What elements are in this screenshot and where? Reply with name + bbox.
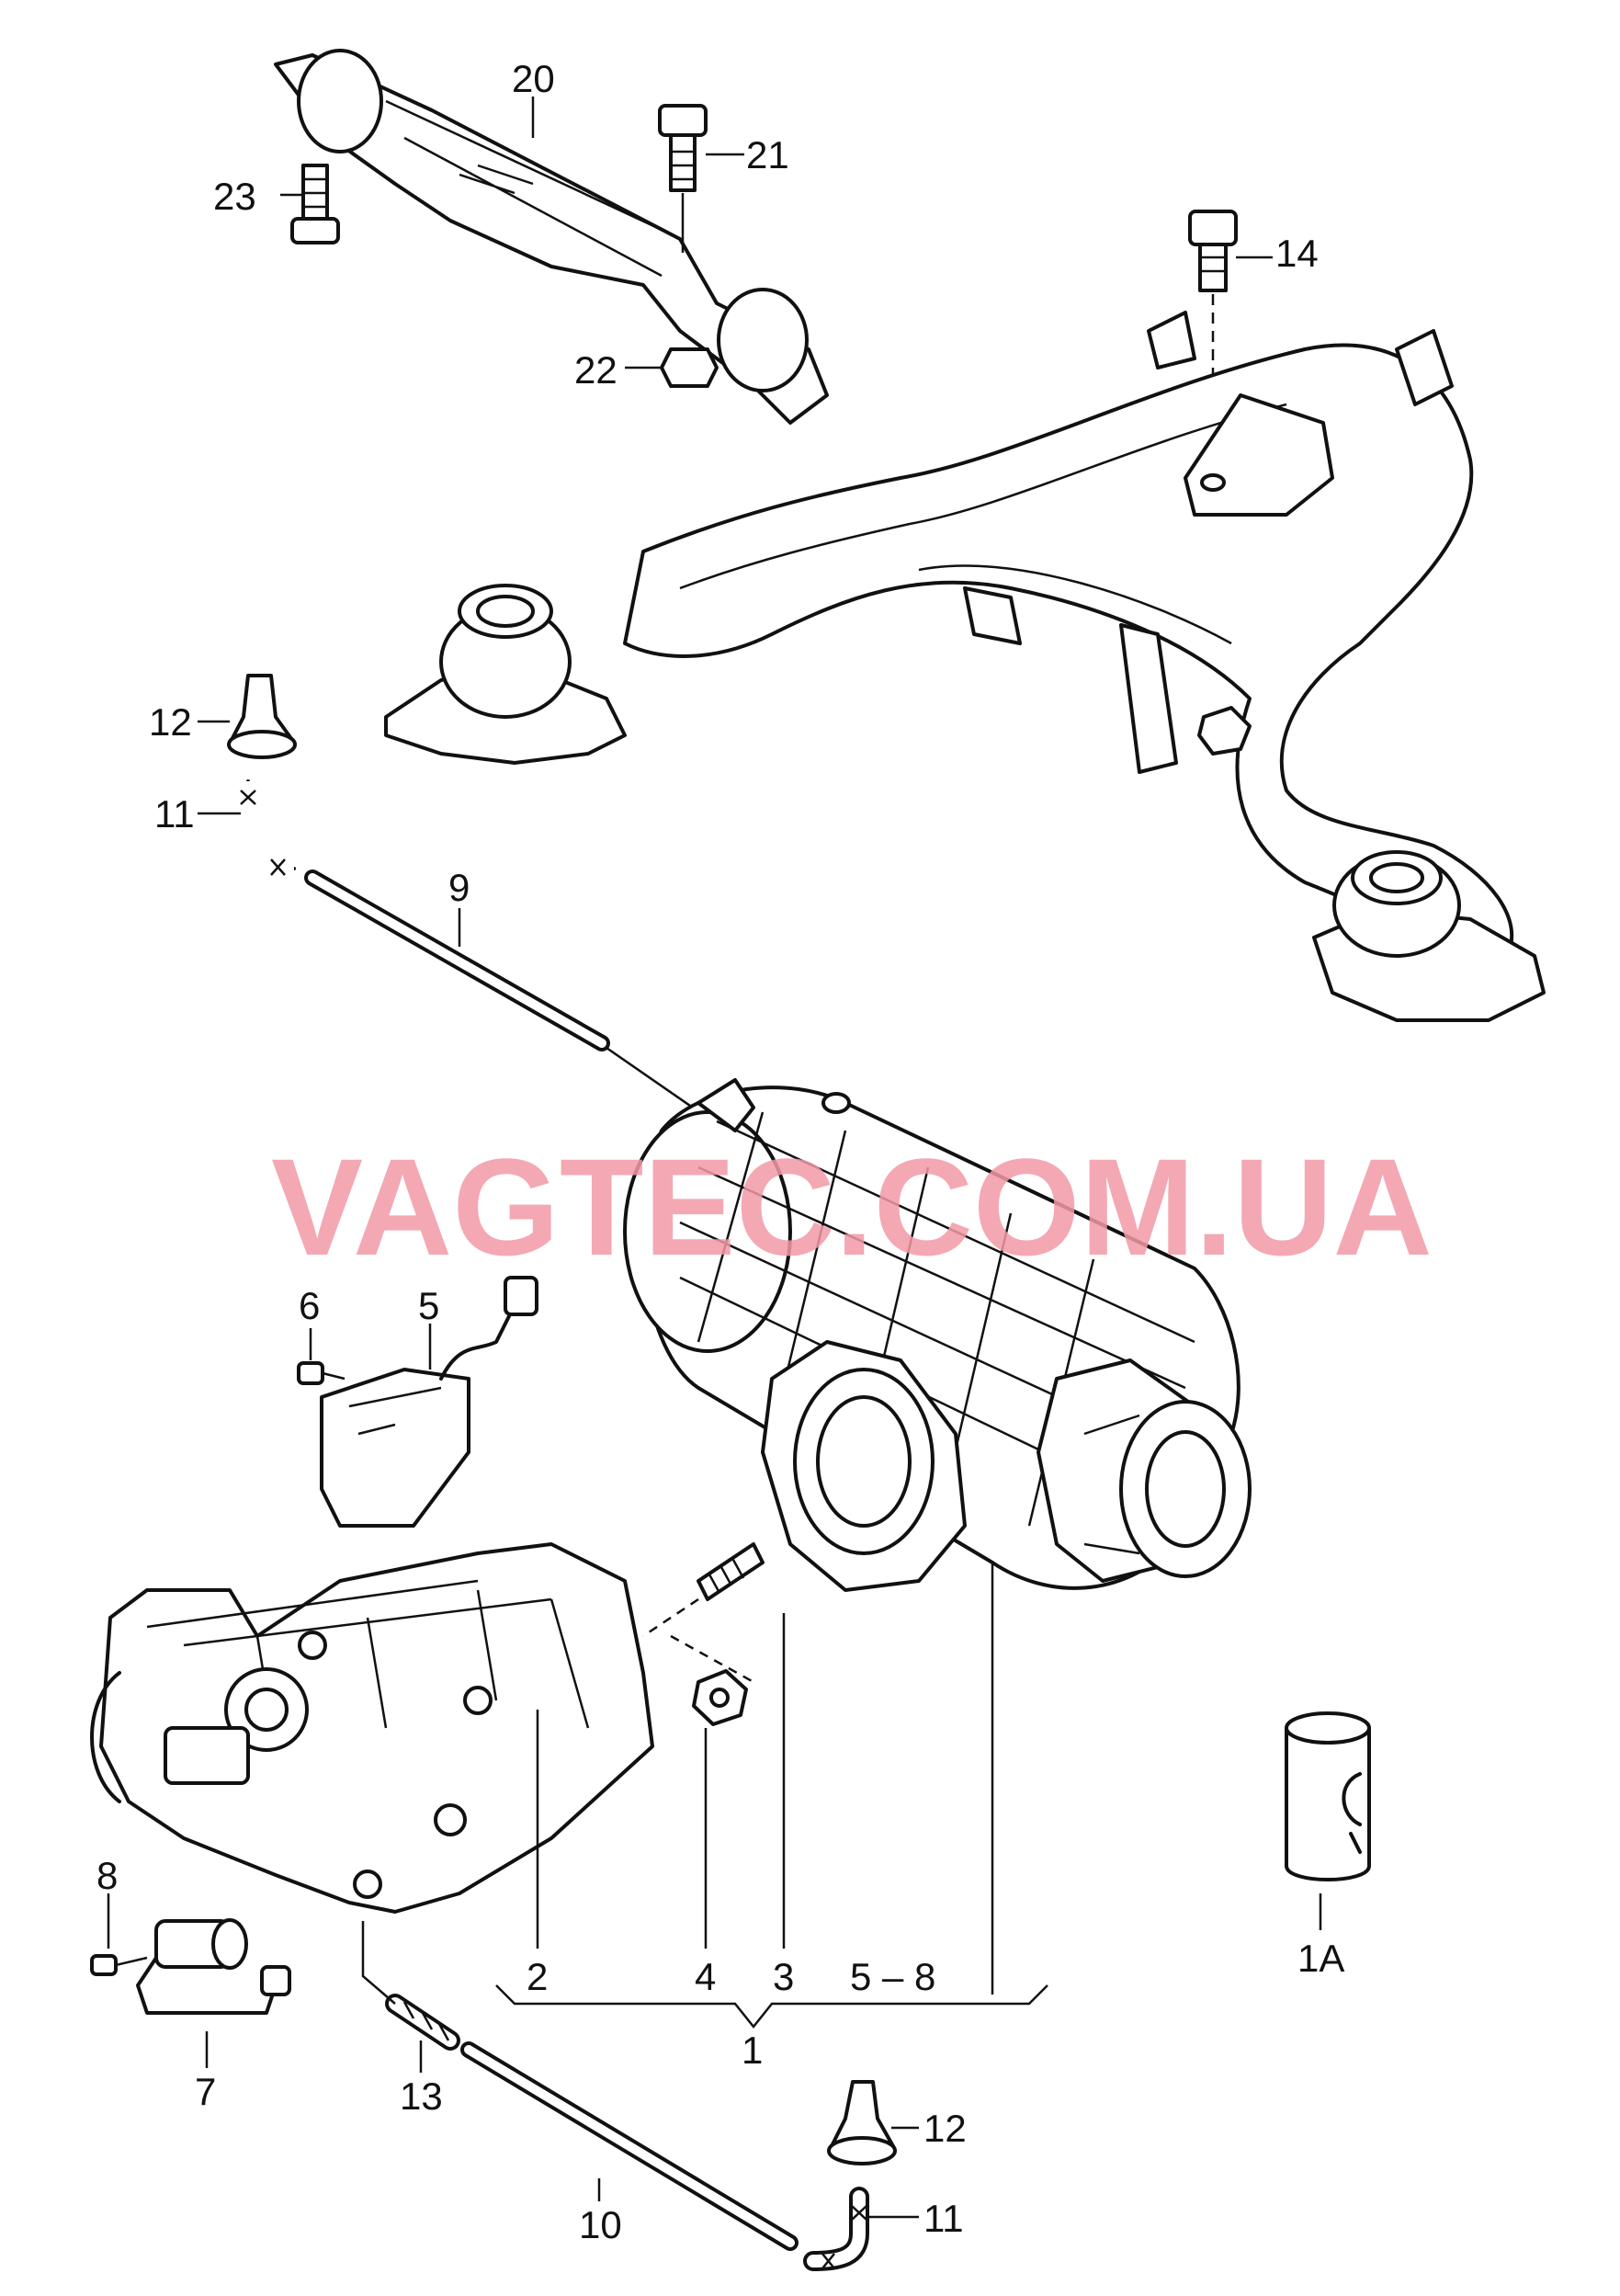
boot-part-12-top: [227, 674, 297, 759]
callout-13: 13: [400, 2074, 443, 2118]
leader-lines: [107, 97, 1322, 2219]
callout-6: 6: [299, 1284, 320, 1327]
oil-can-part-1a: [1285, 1711, 1371, 1881]
nut-part-22: [660, 347, 719, 388]
screw-part-8: [90, 1954, 148, 1976]
callout-7: 7: [195, 2070, 216, 2113]
callout-21: 21: [746, 133, 789, 176]
bolt-part-21: [658, 104, 708, 192]
callout-3: 3: [773, 1955, 794, 1998]
vent-tube-part-9: [304, 870, 610, 1051]
callout-9: 9: [448, 866, 470, 909]
callout-5-8: 5 – 8: [850, 1955, 935, 1998]
bracket-part-20: [274, 49, 829, 425]
callout-10: 10: [579, 2203, 622, 2246]
bolt-part-23: [290, 164, 340, 244]
subframe: [384, 311, 1546, 1022]
stud-part-3: [697, 1542, 765, 1601]
callout-1a: 1A: [1297, 1937, 1344, 1980]
callout-8: 8: [96, 1854, 118, 1897]
hose-part-11-top: [240, 779, 296, 876]
callout-20: 20: [512, 57, 555, 100]
final-drive-part-2: [90, 1542, 654, 1914]
hose-part-11-bottom: [803, 2187, 869, 2271]
actuator-part-7: [136, 1918, 291, 2015]
hose-13-axis: [361, 1921, 396, 2005]
callout-11-top: 11: [154, 792, 195, 835]
nut-part-4: [692, 1669, 748, 1726]
stud-3-axis: [642, 1597, 699, 1638]
differential-housing: [623, 1078, 1252, 1592]
callout-12-bottom: 12: [923, 2107, 967, 2150]
screw-part-6: [297, 1361, 346, 1385]
hose-part-13: [385, 1994, 460, 2051]
callout-5: 5: [418, 1284, 439, 1327]
callout-12-top: 12: [149, 700, 192, 744]
callout-4: 4: [695, 1955, 716, 1998]
callout-2: 2: [527, 1955, 548, 1998]
boot-part-12-bottom: [827, 2080, 897, 2165]
callout-23: 23: [213, 175, 256, 218]
callout-11-bottom: 11: [923, 2197, 964, 2240]
callout-22: 22: [574, 348, 617, 392]
vent-tube-part-10: [460, 2041, 799, 2251]
callout-14: 14: [1275, 232, 1319, 275]
watermark-text: VAGTEC.COM.UA: [271, 1130, 1433, 1284]
callout-1: 1: [742, 2029, 763, 2072]
control-module-part-5: [320, 1276, 538, 1528]
bolt-part-14: [1188, 210, 1238, 292]
callouts: 20 21 23 22 14 12 11 9 6 5 2 4 3 5 – 8 1…: [96, 57, 1344, 2246]
